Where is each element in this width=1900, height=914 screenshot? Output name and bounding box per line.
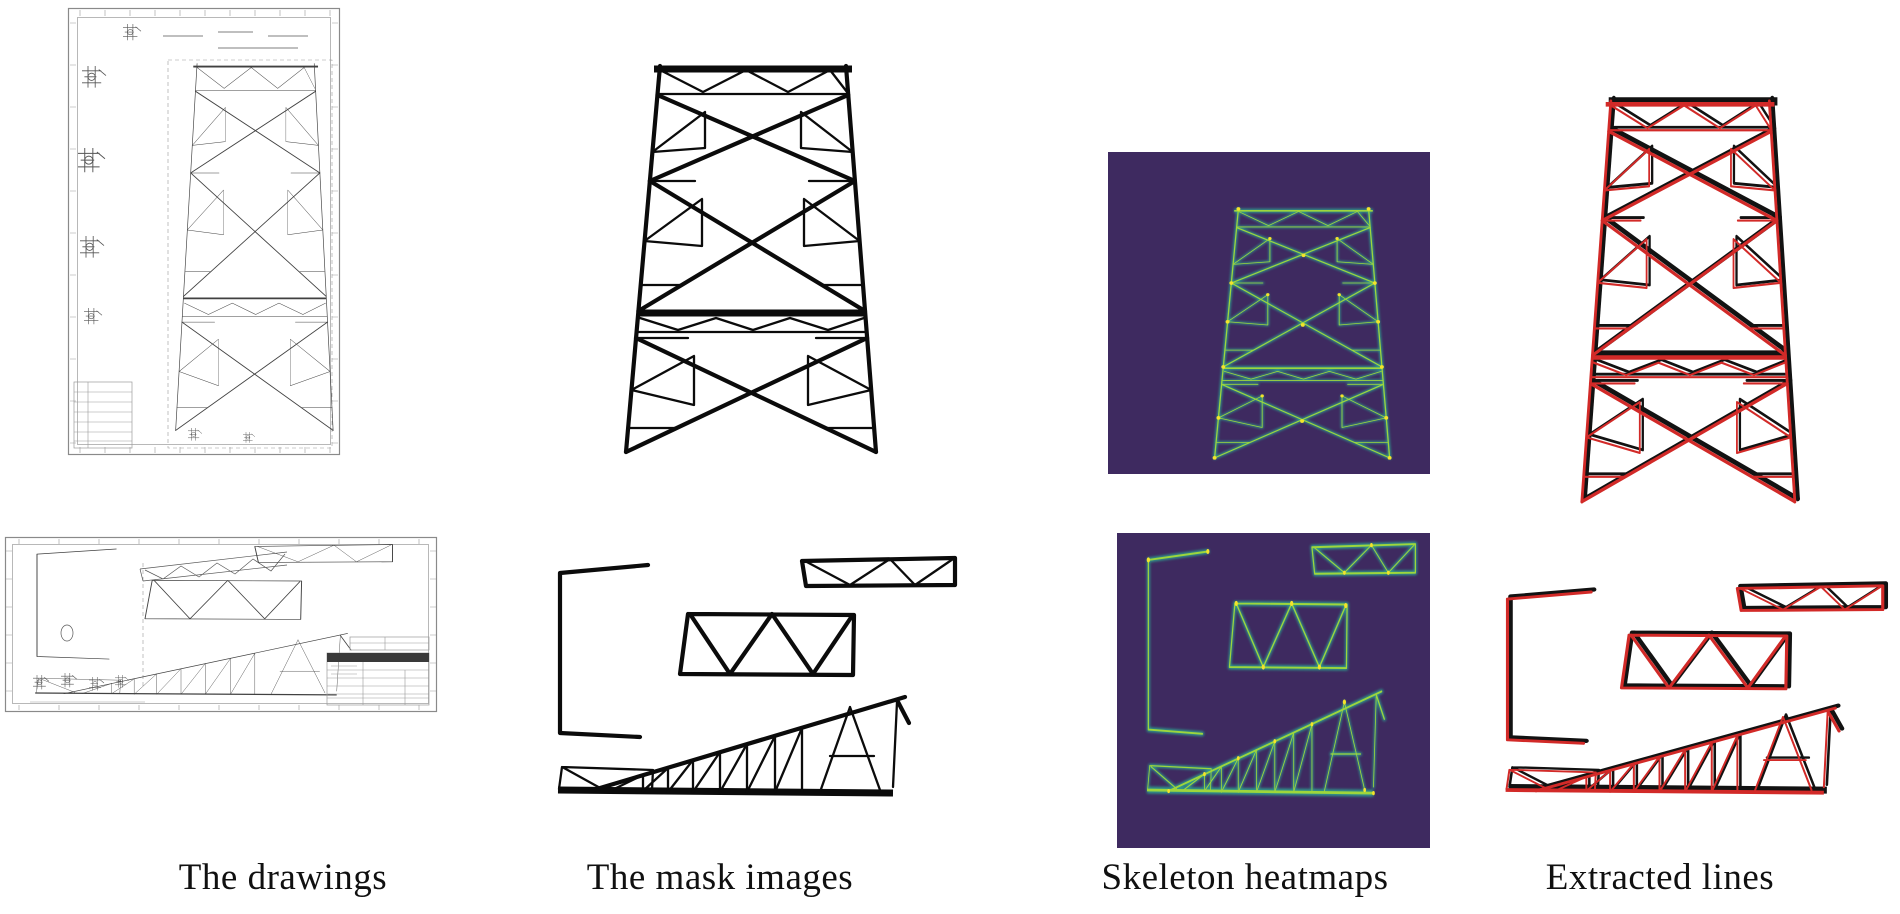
trusses-skeleton-core [1146,543,1416,796]
panel-heatmap-trusses [1117,533,1430,848]
trusses-structure-mask [557,555,958,797]
drawing-inner-border [77,17,331,445]
trusses-structure-cad [35,544,393,696]
drawing-dimension-marks [163,31,308,49]
panel-extracted-tower [1580,95,1800,504]
panel-extracted-trusses [1505,581,1889,795]
drawing-title-header [327,653,429,662]
caption-lines: Extracted lines [1545,857,1775,898]
tower-lines-red [1580,99,1797,504]
drawing-top-truss [139,551,288,582]
drawing-title-block-rows [74,382,132,448]
drawing-detail-cluster [188,428,203,441]
panel-drawing-tower [67,7,341,456]
drawing-inner-border [12,544,429,704]
drawing-detail-cluster [89,677,105,691]
drawing-detail-cluster [82,66,107,88]
drawing-title-block-rows [327,662,429,705]
drawing-detail-cluster [78,148,106,173]
drawing-title-block [73,381,133,449]
drawing-detail-cluster [61,673,78,688]
drawing-detail-cluster [123,24,142,41]
drawing-detail-cluster [84,308,103,325]
tower-structure-cad [175,63,334,431]
drawing-dashed-zone [167,59,333,449]
drawing-border [67,7,341,456]
panel-mask-trusses [557,555,958,797]
caption-masks: The mask images [586,857,854,898]
panel-drawing-trusses [4,536,438,713]
heatmap-background [1117,533,1430,848]
drawing-detail-ellipse [60,624,74,642]
drawing-border [4,536,438,713]
caption-drawings: The drawings [178,857,388,898]
drawing-grid-ticks [70,10,338,453]
drawing-detail-cluster [243,432,256,443]
heatmap-background [1108,152,1430,474]
trusses-lines-red [1505,584,1885,795]
caption-heatmaps: Skeleton heatmaps [1101,857,1389,898]
drawing-detail-cluster [80,236,105,258]
drawing-detail-cluster [33,675,50,690]
drawing-notes-box [349,636,430,651]
drawing-notes-rows [350,637,429,650]
drawing-detail-cluster [115,675,130,688]
panel-heatmap-tower [1108,152,1430,474]
drawing-grid-ticks [6,539,436,710]
tower-skeleton-core [1212,207,1392,460]
tower-structure-mask [623,63,879,455]
panel-mask-tower [623,63,879,455]
